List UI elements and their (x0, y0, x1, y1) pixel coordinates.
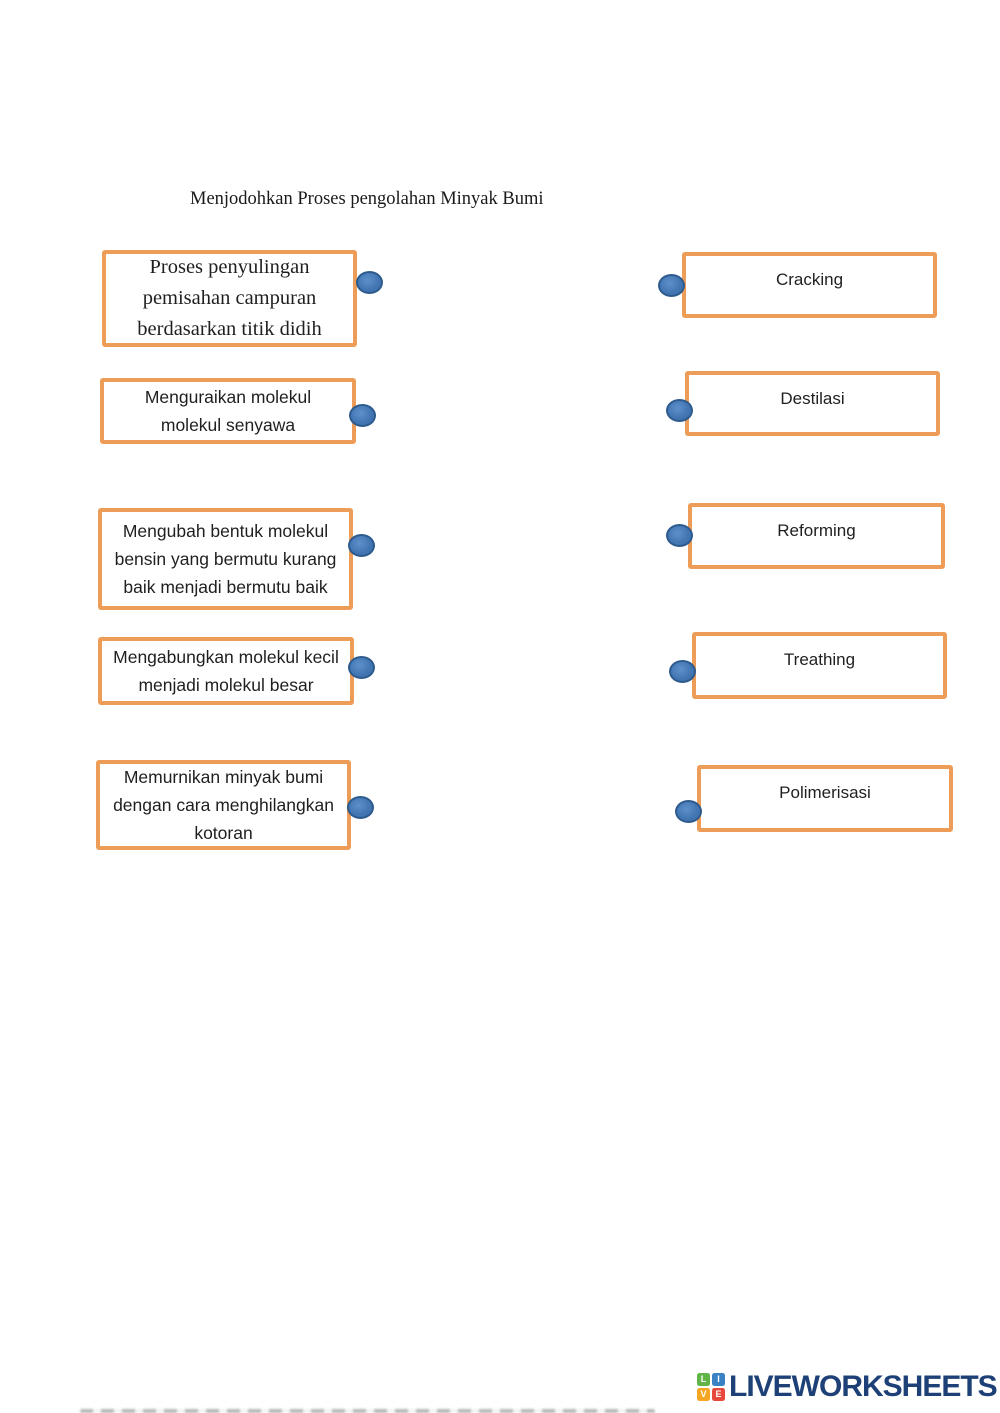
connector-dot-right-2[interactable] (666, 399, 693, 422)
logo-tile-l: L (697, 1373, 710, 1386)
connector-dot-left-2[interactable] (349, 404, 376, 427)
connector-dot-left-4[interactable] (348, 656, 375, 679)
match-right-box-cracking: Cracking (682, 252, 937, 318)
logo-tile-v: V (697, 1388, 710, 1401)
match-right-box-destilasi: Destilasi (685, 371, 940, 436)
connector-dot-right-3[interactable] (666, 524, 693, 547)
connector-dot-left-5[interactable] (347, 796, 374, 819)
connector-dot-right-1[interactable] (658, 274, 685, 297)
liveworksheets-tiles-icon: L I V E (697, 1373, 725, 1401)
connector-dot-right-4[interactable] (669, 660, 696, 683)
match-left-box-5: Memurnikan minyak bumi dengan cara mengh… (96, 760, 351, 850)
cutoff-text-artifact (80, 1409, 655, 1413)
match-left-box-2: Menguraikan molekul molekul senyawa (100, 378, 356, 444)
match-right-box-reforming: Reforming (688, 503, 945, 569)
brand-wordmark: LIVEWORKSHEETS (729, 1370, 998, 1403)
match-right-box-polimerisasi: Polimerisasi (697, 765, 953, 832)
match-left-box-3: Mengubah bentuk molekul bensin yang berm… (98, 508, 353, 610)
logo-tile-i: I (712, 1373, 725, 1386)
match-left-box-4: Mengabungkan molekul kecil menjadi molek… (98, 637, 354, 705)
connector-dot-left-1[interactable] (356, 271, 383, 294)
match-left-box-1: Proses penyulingan pemisahan campuran be… (102, 250, 357, 347)
logo-tile-e: E (712, 1388, 725, 1401)
page-title: Menjodohkan Proses pengolahan Minyak Bum… (190, 189, 544, 209)
connector-dot-right-5[interactable] (675, 800, 702, 823)
match-right-box-treathing: Treathing (692, 632, 947, 699)
liveworksheets-logo: L I V E LIVEWORKSHEETS (697, 1370, 998, 1404)
connector-dot-left-3[interactable] (348, 534, 375, 557)
